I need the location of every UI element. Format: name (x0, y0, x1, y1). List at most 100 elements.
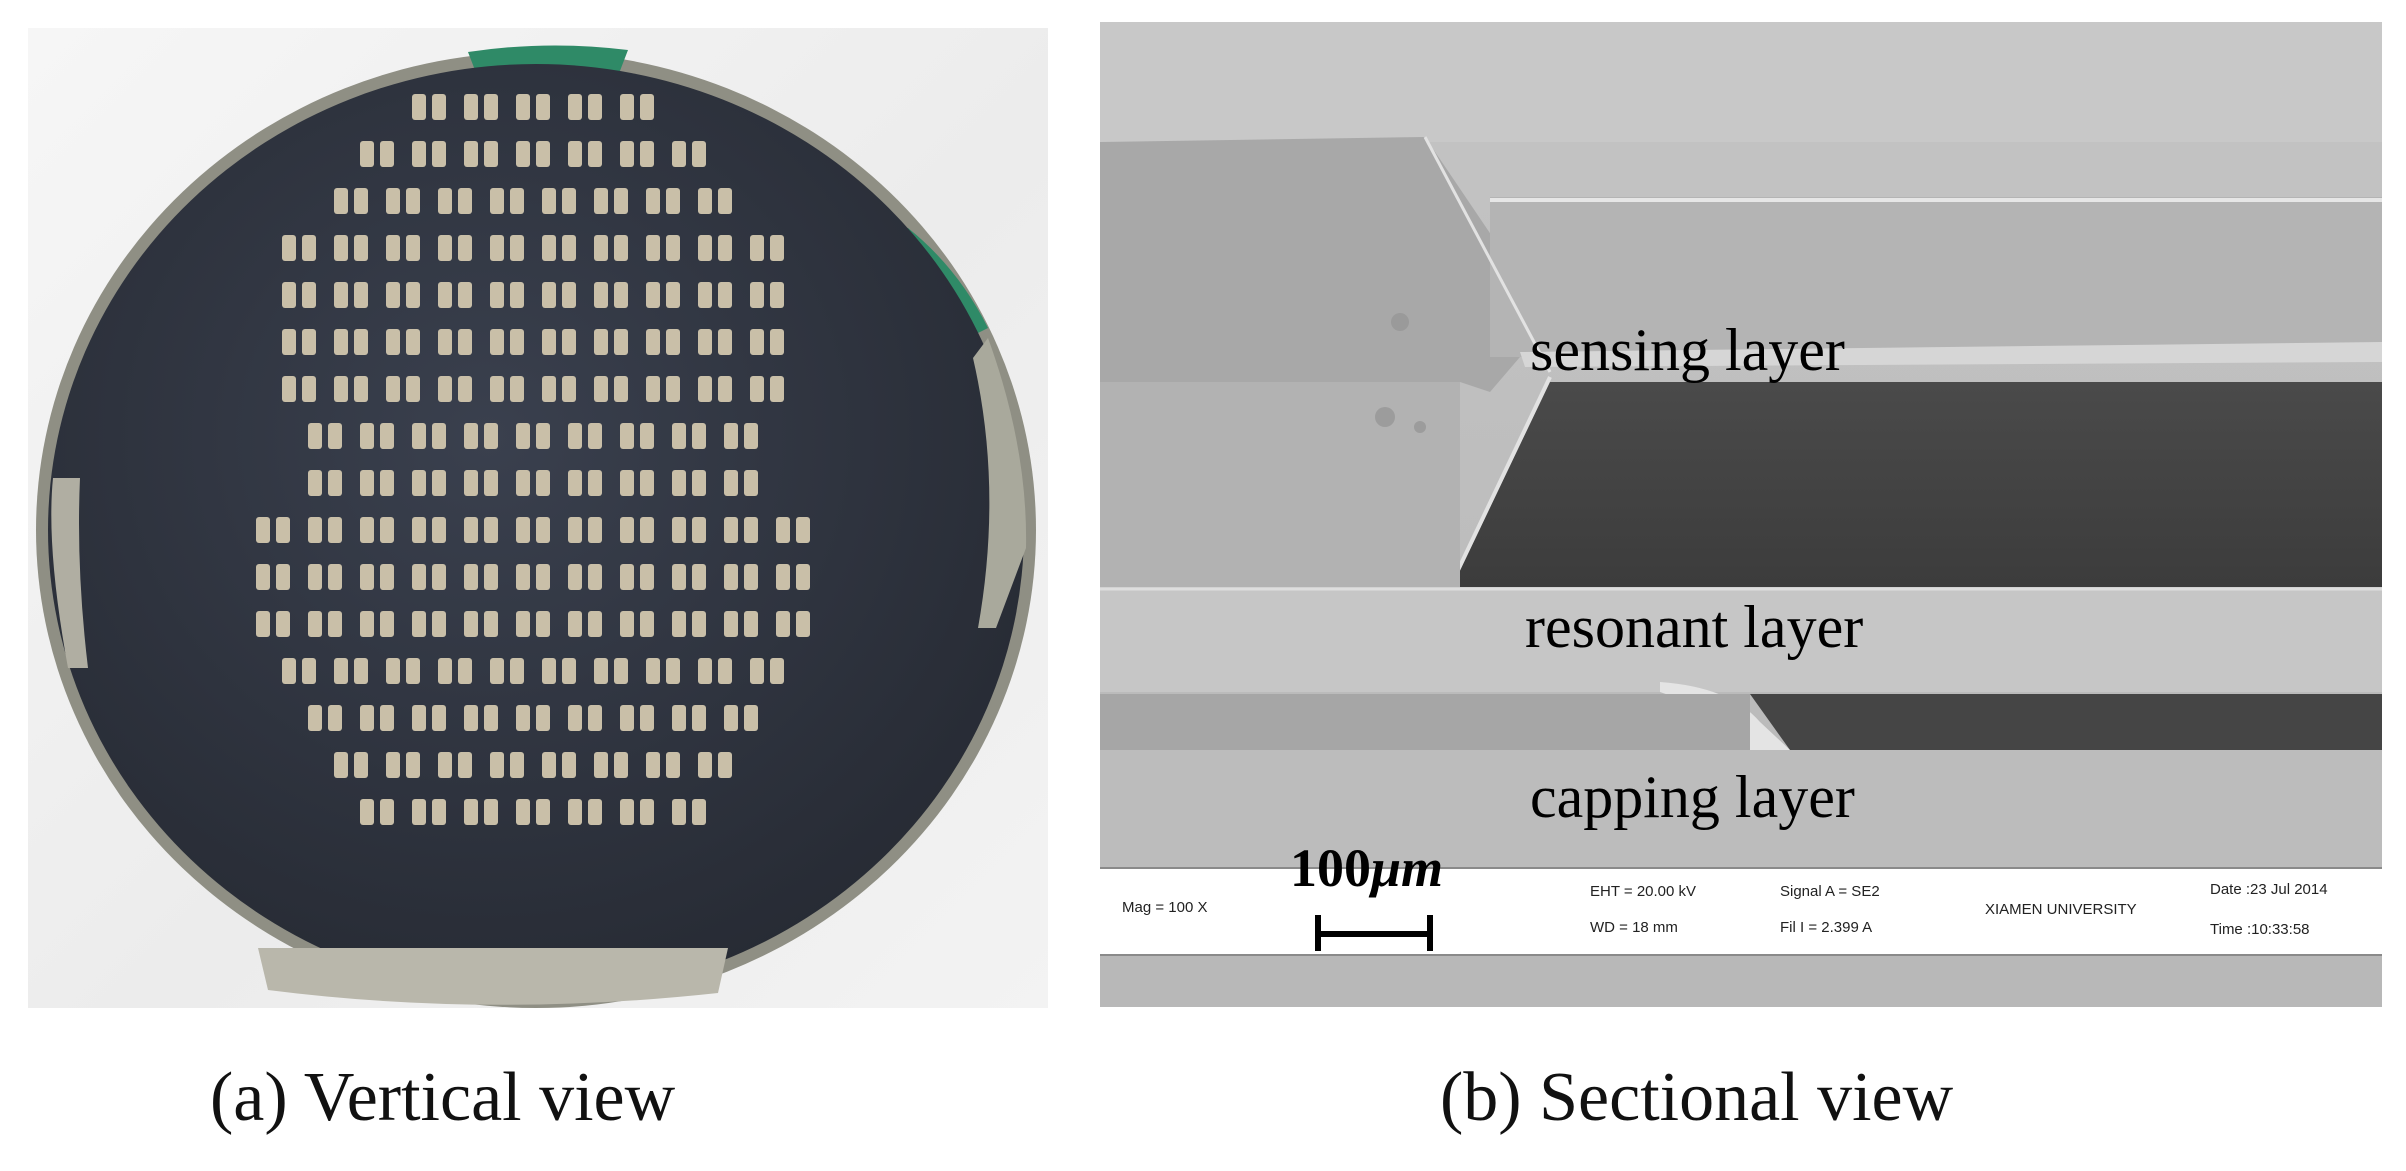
die-pad (646, 376, 660, 402)
die-pad (484, 611, 498, 637)
scale-bar-tick-right (1427, 915, 1433, 951)
die-pad (380, 564, 394, 590)
die (412, 611, 446, 637)
die-pad (744, 705, 758, 731)
die-pad (614, 188, 628, 214)
die-pad (698, 282, 712, 308)
die-pad (328, 517, 342, 543)
die-pad (666, 235, 680, 261)
die-pad (536, 705, 550, 731)
die (360, 564, 394, 590)
die-pad (412, 470, 426, 496)
die-pad (406, 188, 420, 214)
die-pad (354, 376, 368, 402)
die-pad (672, 564, 686, 590)
die-pad (770, 329, 784, 355)
die (568, 611, 602, 637)
die-pad (692, 470, 706, 496)
die-pad (328, 470, 342, 496)
die (334, 752, 368, 778)
mag-readout: Mag = 100 X (1122, 899, 1208, 916)
die-pad (334, 282, 348, 308)
die-pad (614, 235, 628, 261)
die-pad (594, 658, 608, 684)
die (360, 799, 394, 825)
die-pad (282, 376, 296, 402)
die-pad (516, 423, 530, 449)
die-pad (776, 517, 790, 543)
die-pad (770, 282, 784, 308)
die (646, 329, 680, 355)
die-pad (620, 423, 634, 449)
die-pad (484, 799, 498, 825)
die-pad (276, 517, 290, 543)
die-pad (328, 423, 342, 449)
die-pad (588, 470, 602, 496)
die-pad (516, 141, 530, 167)
die-pad (666, 658, 680, 684)
die-pad (692, 517, 706, 543)
die (386, 658, 420, 684)
die (698, 282, 732, 308)
die-pad (640, 423, 654, 449)
die-pad (724, 611, 738, 637)
die-pad (308, 611, 322, 637)
die-pad (646, 188, 660, 214)
die-pad (334, 752, 348, 778)
die-pad (516, 564, 530, 590)
die-pad (490, 235, 504, 261)
die (334, 658, 368, 684)
die (256, 517, 290, 543)
die-pad (536, 799, 550, 825)
die-pad (458, 658, 472, 684)
die-pad (432, 517, 446, 543)
die-pad (724, 470, 738, 496)
die-pad (666, 752, 680, 778)
die-pad (406, 282, 420, 308)
die-pad (568, 611, 582, 637)
die-pad (640, 799, 654, 825)
die-pad (724, 517, 738, 543)
die-pad (750, 658, 764, 684)
die-pad (562, 235, 576, 261)
die-pad (750, 282, 764, 308)
institution-text: XIAMEN UNIVERSITY (1985, 901, 2137, 918)
die-pad (718, 329, 732, 355)
die-pad (464, 517, 478, 543)
die-pad (646, 658, 660, 684)
die (490, 188, 524, 214)
die-pad (360, 799, 374, 825)
die (620, 611, 654, 637)
die-pad (620, 564, 634, 590)
die-pad (334, 235, 348, 261)
scale-bar-label: 100μm (1290, 837, 1443, 899)
die (386, 188, 420, 214)
die (438, 282, 472, 308)
die-pad (458, 329, 472, 355)
die (516, 94, 550, 120)
die (724, 423, 758, 449)
die (438, 376, 472, 402)
die (386, 235, 420, 261)
die-pad (386, 235, 400, 261)
die (672, 141, 706, 167)
die (360, 517, 394, 543)
die-pad (302, 329, 316, 355)
die-pad (614, 658, 628, 684)
die-pad (750, 235, 764, 261)
die-pad (594, 282, 608, 308)
die-pad (334, 329, 348, 355)
die-pad (432, 94, 446, 120)
die-pad (718, 752, 732, 778)
die (568, 94, 602, 120)
die-pad (412, 423, 426, 449)
die (750, 658, 784, 684)
die-pad (672, 705, 686, 731)
die-pad (412, 611, 426, 637)
die (646, 188, 680, 214)
die-pad (432, 141, 446, 167)
die-pad (484, 470, 498, 496)
die-pad (666, 282, 680, 308)
die-pad (484, 94, 498, 120)
die (594, 188, 628, 214)
